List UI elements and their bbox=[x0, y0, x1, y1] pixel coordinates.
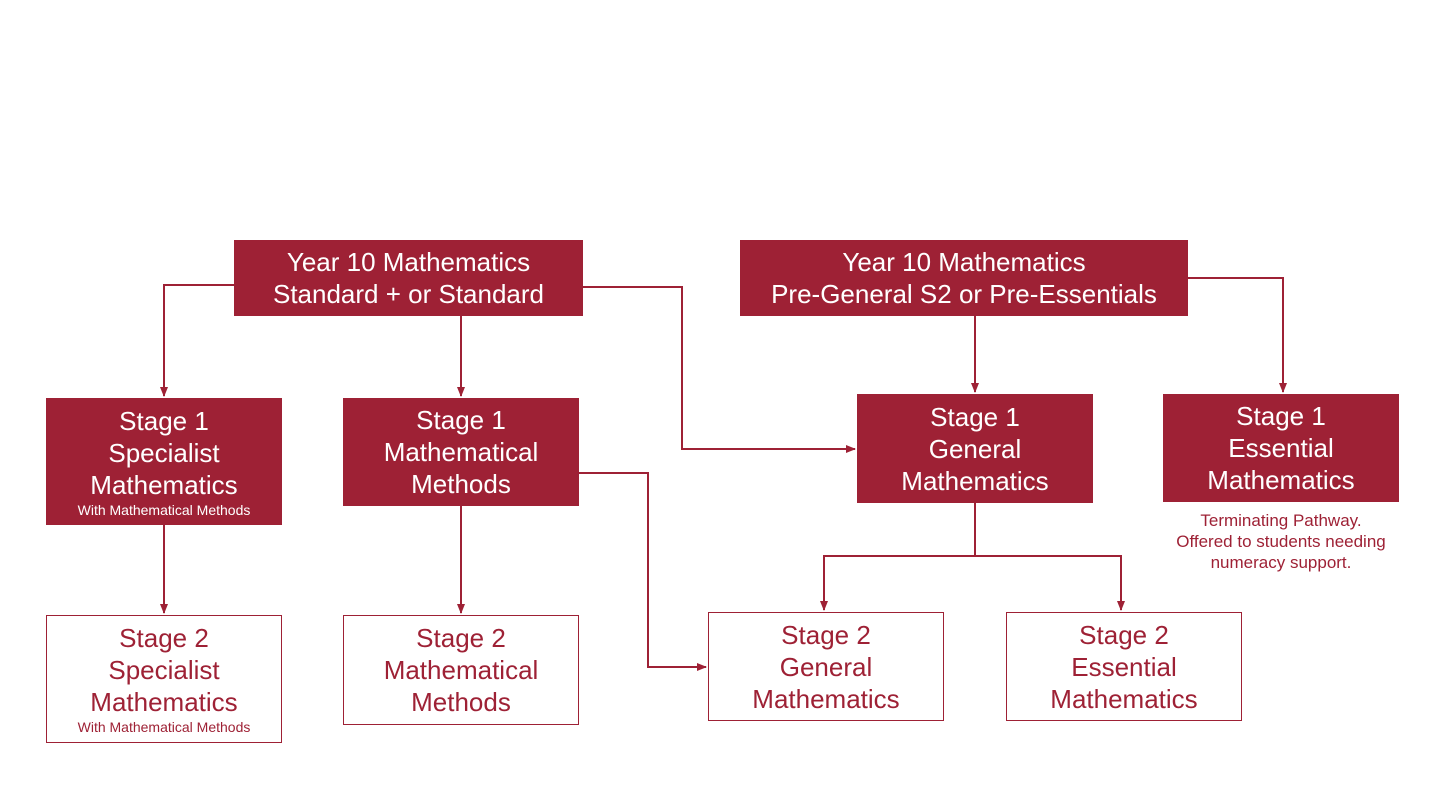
node-line: General bbox=[779, 651, 873, 682]
connector-s1-methods-to-s2-general bbox=[579, 472, 707, 671]
node-line: Year 10 Mathematics bbox=[286, 247, 531, 277]
node-line: Methods bbox=[411, 687, 511, 717]
node-line: Stage 1 bbox=[119, 405, 209, 436]
connector-s1-general-to-s2-split bbox=[823, 503, 976, 610]
node-line: Specialist bbox=[108, 655, 220, 685]
year10-standard-box: Year 10 Mathematics Standard + or Standa… bbox=[234, 240, 583, 316]
node-line: Mathematical bbox=[383, 655, 539, 685]
stage1-general-box: Stage 1 General Mathematics bbox=[857, 394, 1093, 503]
node-line: Pre-General S2 or Pre-Essentials bbox=[771, 279, 1157, 309]
node-line: Stage 2 bbox=[781, 619, 871, 650]
note-line: Terminating Pathway. bbox=[1200, 511, 1362, 530]
stage2-methods-box: Stage 2 Mathematical Methods bbox=[343, 615, 579, 725]
node-line: Stage 2 bbox=[1079, 619, 1169, 650]
year10-pregeneral-box: Year 10 Mathematics Pre-General S2 or Pr… bbox=[740, 240, 1188, 316]
node-line: Mathematics bbox=[901, 465, 1049, 496]
node-subtitle: With Mathematical Methods bbox=[77, 501, 251, 518]
node-line: Standard + or Standard bbox=[272, 279, 545, 309]
node-line: Mathematics bbox=[752, 683, 900, 714]
node-line: Methods bbox=[411, 469, 511, 499]
node-line: Mathematics bbox=[90, 469, 238, 500]
connector-y10-pregeneral-to-s1-essential bbox=[1188, 277, 1287, 393]
essential-pathway-note: Terminating Pathway. Offered to students… bbox=[1141, 510, 1421, 573]
node-line: Specialist bbox=[108, 437, 220, 468]
node-line: Essential bbox=[1228, 433, 1334, 463]
stage2-essential-box: Stage 2 Essential Mathematics bbox=[1006, 612, 1242, 721]
node-line: Stage 1 bbox=[1236, 401, 1326, 431]
node-line: Stage 2 bbox=[119, 623, 209, 653]
stage2-general-box: Stage 2 General Mathematics bbox=[708, 612, 944, 721]
node-line: Stage 1 bbox=[930, 401, 1020, 432]
node-line: Mathematics bbox=[90, 687, 238, 717]
connector-s1-general-to-s2-essential bbox=[975, 555, 1125, 611]
stage1-specialist-box: Stage 1 Specialist Mathematics With Math… bbox=[46, 398, 282, 525]
connector-y10-standard-to-s1-general bbox=[583, 286, 856, 453]
note-line: Offered to students needing bbox=[1176, 532, 1386, 551]
stage1-essential-box: Stage 1 Essential Mathematics bbox=[1163, 394, 1399, 502]
node-line: Mathematical bbox=[383, 437, 539, 467]
stage2-specialist-box: Stage 2 Specialist Mathematics With Math… bbox=[46, 615, 282, 743]
node-subtitle: With Mathematical Methods bbox=[77, 719, 251, 735]
note-line: numeracy support. bbox=[1210, 553, 1352, 572]
connector-y10-standard-to-s1-specialist bbox=[160, 284, 234, 397]
node-line: Mathematics bbox=[1207, 465, 1355, 495]
stage1-methods-box: Stage 1 Mathematical Methods bbox=[343, 398, 579, 506]
node-line: Mathematics bbox=[1050, 683, 1198, 714]
node-line: Stage 2 bbox=[416, 623, 506, 653]
node-line: Essential bbox=[1071, 651, 1177, 682]
node-line: Year 10 Mathematics bbox=[842, 247, 1086, 277]
node-line: General bbox=[928, 433, 1022, 464]
node-line: Stage 1 bbox=[416, 405, 506, 435]
